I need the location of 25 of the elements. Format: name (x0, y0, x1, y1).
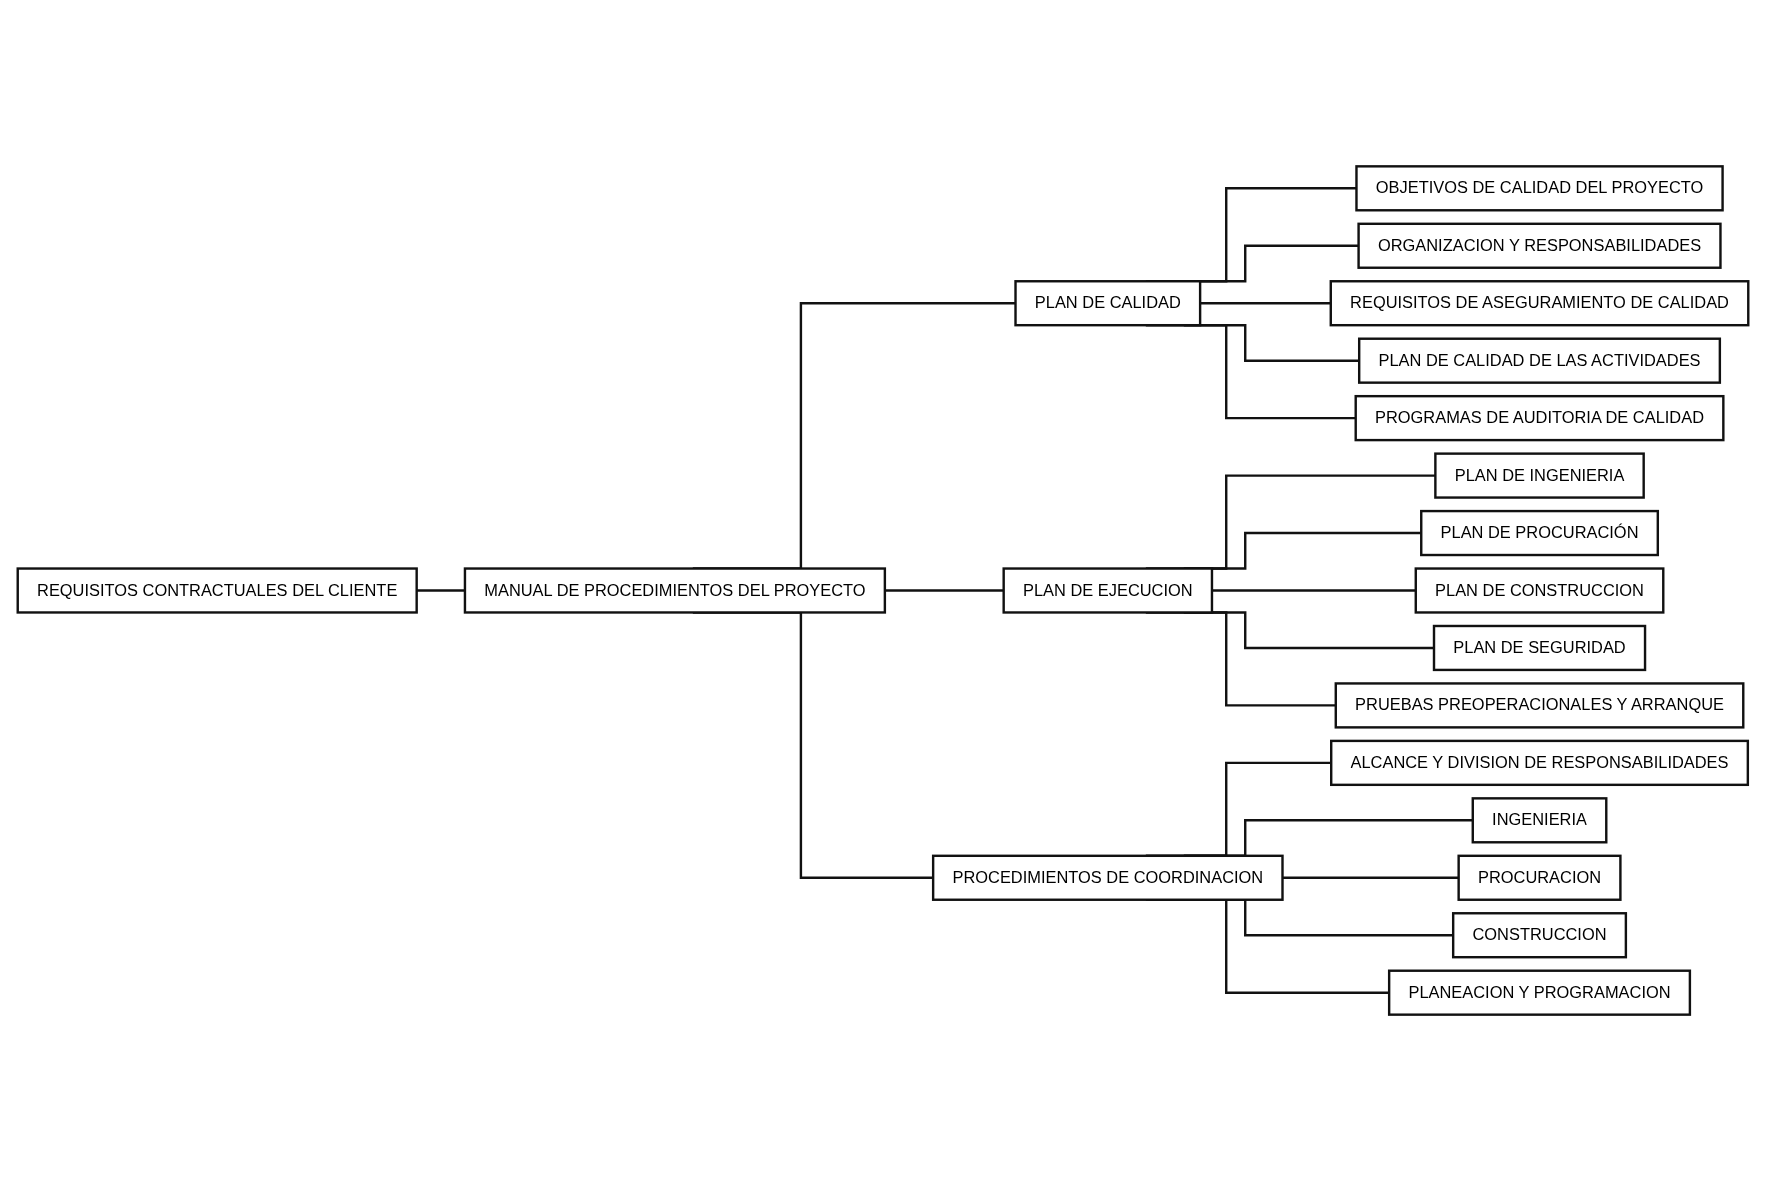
node-box: ALCANCE Y DIVISION DE RESPONSABILIDADES (1330, 739, 1750, 787)
node-box: PRUEBAS PREOPERACIONALES Y ARRANQUE (1334, 682, 1745, 729)
node-box: PLAN DE INGENIERIA (1434, 452, 1645, 499)
node-box: CONSTRUCCION (1451, 912, 1628, 959)
node-box: PROCURACION (1457, 854, 1622, 901)
connector (884, 589, 1004, 592)
connector (416, 589, 465, 592)
node-box: OBJETIVOS DE CALIDAD DEL PROYECTO (1355, 165, 1724, 212)
node-box: ORGANIZACION Y RESPONSABILIDADES (1357, 222, 1722, 269)
connector (1211, 589, 1416, 592)
node-box: PLAN DE CONSTRUCCION (1414, 567, 1665, 614)
node-box: PLAN DE CALIDAD DE LAS ACTIVIDADES (1358, 337, 1722, 384)
node-box: PROCEDIMIENTOS DE COORDINACION (931, 854, 1284, 901)
node-box: MANUAL DE PROCEDIMIENTOS DEL PROYECTO (463, 567, 887, 614)
node-box: PLAN DE EJECUCION (1002, 567, 1214, 614)
node-box: REQUISITOS CONTRACTUALES DEL CLIENTE (16, 567, 418, 614)
node-box: INGENIERIA (1471, 797, 1608, 844)
node-box: PLAN DE CALIDAD (1014, 280, 1202, 327)
node-box: PROGRAMAS DE AUDITORIA DE CALIDAD (1354, 394, 1725, 442)
connector (1200, 302, 1331, 305)
node-box: PLANEACION Y PROGRAMACION (1387, 969, 1692, 1016)
connector (1282, 876, 1459, 879)
node-box: REQUISITOS DE ASEGURAMIENTO DE CALIDAD (1329, 280, 1750, 327)
node-box: PLAN DE SEGURIDAD (1432, 624, 1647, 672)
node-box: PLAN DE PROCURACIÓN (1420, 509, 1659, 557)
